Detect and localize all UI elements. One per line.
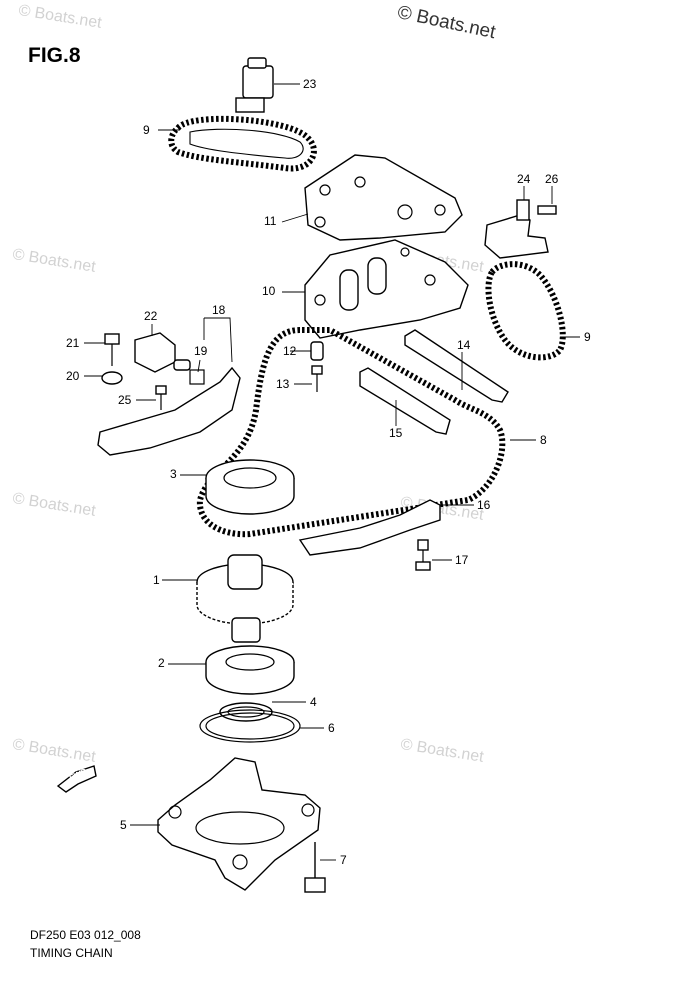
callout-3: 3 [170, 467, 177, 481]
part-20-washer-drawing [101, 371, 123, 385]
part-12-dowel-drawing [310, 341, 324, 361]
callout-22: 22 [144, 309, 158, 323]
figure-caption: TIMING CHAIN [30, 946, 113, 960]
callout-6: 6 [328, 721, 335, 735]
part-3-bearing-drawing [205, 459, 295, 515]
part-5-housing-drawing [157, 757, 321, 891]
part-17-bolt-drawing [415, 539, 431, 571]
callout-5: 5 [120, 818, 127, 832]
part-11-gasket-drawing [304, 154, 463, 241]
part-22-tensioner-drawing [134, 332, 191, 373]
callout-16: 16 [477, 498, 491, 512]
callout-14: 14 [457, 338, 471, 352]
callout-13: 13 [276, 377, 290, 391]
callout-21: 21 [66, 336, 80, 350]
callout-9: 9 [143, 123, 150, 137]
part-9-upper-chain-drawing [168, 115, 317, 172]
callout-7: 7 [340, 853, 347, 867]
callout-18: 18 [212, 303, 226, 317]
callout-19: 19 [194, 344, 208, 358]
figure-title: FIG.8 [28, 44, 81, 67]
callout-11: 11 [264, 214, 277, 228]
figure-code: DF250 E03 012_008 [30, 928, 141, 942]
callout-2: 2 [158, 656, 165, 670]
callout-15: 15 [389, 426, 403, 440]
callout-17: 17 [455, 553, 469, 567]
part-16-chain-guide-drawing [298, 499, 441, 556]
part-15-chain-guide-drawing [359, 367, 451, 435]
part-14-chain-guide-drawing [404, 329, 509, 403]
part-7-bolt-drawing [304, 842, 326, 893]
callout-26: 26 [545, 172, 559, 186]
callout-1: 1 [153, 573, 160, 587]
part-13-bolt-drawing [311, 365, 323, 392]
callout-12: 12 [283, 344, 297, 358]
part-10-cam-housing-drawing [304, 239, 469, 339]
part-1-gear-drawing [196, 554, 294, 643]
callout-25: 25 [118, 393, 132, 407]
part-26-bolt-drawing [537, 205, 557, 215]
part-24-bracket-drawing [484, 199, 549, 259]
fwd-arrow-icon [56, 765, 97, 793]
part-18-tensioner-arm-drawing [97, 366, 241, 456]
callout-4: 4 [310, 695, 317, 709]
callout-24: 24 [517, 172, 531, 186]
part-25-bolt-drawing [155, 385, 167, 410]
part-21-bolt-drawing [104, 333, 120, 366]
callout-8: 8 [540, 433, 547, 447]
part-9-right-chain-drawing [485, 261, 566, 361]
part-8-timing-chain-drawing [196, 327, 506, 538]
part-23-tensioner-drawing [235, 57, 274, 113]
leader-lines [84, 83, 580, 861]
part-2-bearing-drawing [205, 645, 295, 695]
callout-10: 10 [262, 284, 276, 298]
part-6-o-ring-drawing [199, 709, 301, 743]
callout-23: 23 [303, 77, 317, 91]
callout-9-right: 9 [584, 330, 591, 344]
callout-20: 20 [66, 369, 80, 383]
